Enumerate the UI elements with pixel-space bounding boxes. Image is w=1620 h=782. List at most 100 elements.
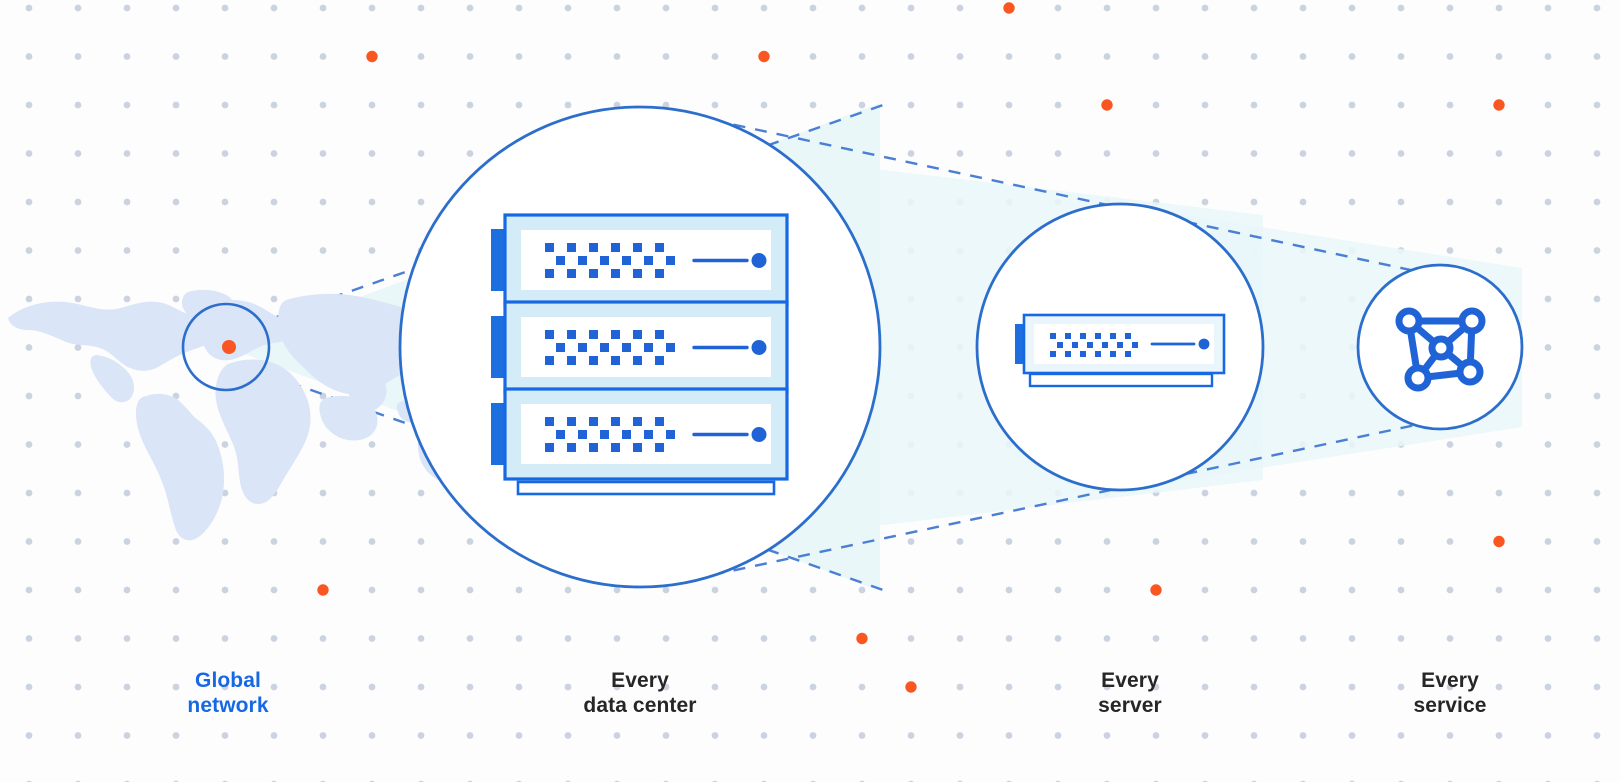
grid-dot: [466, 732, 474, 739]
grid-dot: [25, 198, 33, 206]
grid-dot: [74, 586, 82, 594]
grid-dot: [1201, 53, 1209, 60]
grid-dot: [1397, 101, 1405, 109]
grid-dot: [1544, 586, 1552, 594]
grid-dot: [1103, 538, 1111, 545]
grid-dot: [1593, 635, 1601, 642]
grid-dot: [1446, 441, 1454, 448]
mesh-node: [1404, 364, 1432, 392]
grid-dot: [907, 101, 915, 109]
grid-dot: [25, 295, 33, 303]
grid-dot: [515, 683, 523, 691]
grid-dot: [368, 441, 376, 448]
grid-dot: [1446, 4, 1454, 12]
grid-dot: [123, 101, 131, 109]
grid-dot: [1397, 635, 1405, 642]
grid-dot: [711, 101, 719, 109]
grid-dot: [1201, 538, 1209, 545]
grid-dot: [515, 635, 523, 642]
grid-dot: [319, 150, 327, 157]
grid-dot: [319, 198, 327, 206]
grid-dot: [221, 150, 229, 157]
rack-base: [516, 480, 776, 496]
grid-dot: [319, 538, 327, 545]
grid-dot: [1593, 441, 1601, 448]
grid-dot: [1054, 732, 1062, 739]
grid-dot: [760, 101, 768, 109]
grid-dot: [1544, 4, 1552, 12]
grid-dot-highlight: [758, 50, 770, 63]
grid-dot: [1544, 247, 1552, 254]
grid-dot: [1593, 489, 1601, 497]
grid-dot: [1299, 489, 1307, 497]
grid-dot: [515, 53, 523, 60]
grid-dot: [1103, 53, 1111, 60]
grid-dot: [25, 344, 33, 351]
grid-dot: [1348, 586, 1356, 594]
grid-dot: [907, 586, 915, 594]
grid-dot: [564, 4, 572, 12]
grid-dot: [1446, 101, 1454, 109]
grid-dot: [956, 683, 964, 691]
grid-dot: [1544, 53, 1552, 60]
grid-dot: [466, 538, 474, 545]
grid-dot: [1593, 392, 1601, 400]
grid-dot: [1593, 53, 1601, 60]
grid-dot: [1152, 732, 1160, 739]
grid-dot: [270, 53, 278, 60]
grid-dot: [515, 4, 523, 12]
grid-dot: [1054, 4, 1062, 12]
label-global-network: Global network: [187, 669, 269, 717]
grid-dot: [74, 538, 82, 545]
grid-dot-highlight: [1493, 99, 1505, 111]
grid-dot: [1495, 4, 1503, 12]
grid-dot: [564, 586, 572, 594]
single-server: [1013, 313, 1226, 388]
grid-dot: [368, 489, 376, 497]
grid-dot: [172, 295, 180, 303]
grid-dot: [1593, 344, 1601, 351]
grid-dot: [123, 53, 131, 60]
grid-dot: [1495, 198, 1503, 206]
grid-dot: [270, 295, 278, 303]
grid-dot: [74, 732, 82, 739]
grid-dot: [564, 635, 572, 642]
grid-dot: [515, 732, 523, 739]
grid-dot: [1005, 101, 1013, 109]
grid-dot: [1593, 101, 1601, 109]
grid-dot: [123, 489, 131, 497]
grid-dot: [1446, 53, 1454, 60]
grid-dot: [25, 101, 33, 109]
grid-dot: [662, 635, 670, 642]
grid-dot: [1397, 198, 1405, 206]
grid-dot: [564, 101, 572, 109]
grid-dot: [1348, 101, 1356, 109]
grid-dot: [1544, 683, 1552, 691]
grid-dot: [172, 586, 180, 594]
label-every-server: Every server: [1098, 669, 1162, 717]
grid-dot: [956, 586, 964, 594]
grid-dot: [613, 4, 621, 12]
grid-dot: [1152, 150, 1160, 157]
cone-dashed-top-2: [711, 118, 1421, 274]
grid-dot: [564, 53, 572, 60]
grid-dot: [1005, 683, 1013, 691]
grid-dot: [466, 101, 474, 109]
grid-dot: [123, 295, 131, 303]
grid-dot: [1446, 198, 1454, 206]
grid-dot: [25, 247, 33, 254]
grid-dot: [1348, 198, 1356, 206]
grid-dot: [1250, 586, 1258, 594]
grid-dot: [319, 53, 327, 60]
grid-dot: [172, 247, 180, 254]
grid-dot: [858, 4, 866, 12]
grid-dot: [1103, 4, 1111, 12]
grid-dot: [1348, 489, 1356, 497]
grid-dot: [1446, 635, 1454, 642]
grid-dot: [1103, 586, 1111, 594]
grid-dot: [319, 683, 327, 691]
grid-dot: [221, 683, 229, 691]
grid-dot: [1152, 538, 1160, 545]
grid-dot: [1348, 732, 1356, 739]
